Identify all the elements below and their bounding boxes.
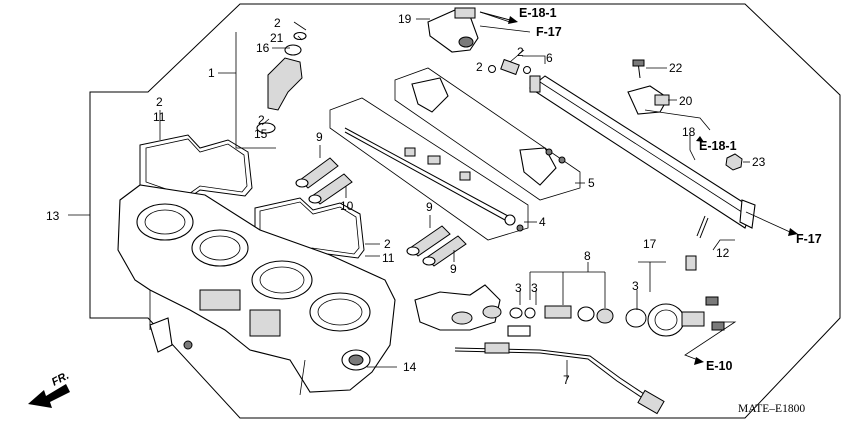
callout-10: 10 — [340, 199, 354, 213]
callout-19: 19 — [398, 12, 412, 26]
callout-9-b: 9 — [426, 200, 433, 214]
arrow-e10 — [694, 357, 704, 365]
callout-2-c: 2 — [517, 45, 524, 59]
sensor-9-upper — [295, 157, 339, 189]
valve-17 — [647, 296, 725, 337]
callout-7: 7 — [563, 373, 570, 387]
ref-f17-top: F-17 — [536, 25, 562, 39]
o-ring-3 — [625, 308, 647, 328]
arrow-front — [28, 384, 70, 408]
callout-8: 8 — [584, 249, 591, 263]
sensor-9-lower-b — [422, 235, 467, 267]
callout-3-a: 3 — [515, 281, 522, 295]
callout-4: 4 — [539, 215, 546, 229]
pressure-regulator-20 — [627, 85, 670, 115]
callout-5: 5 — [588, 176, 595, 190]
callout-15: 15 — [254, 127, 268, 141]
callout-2-b: 2 — [258, 113, 265, 127]
callout-22: 22 — [669, 61, 683, 75]
callout-9-a: 9 — [316, 130, 323, 144]
callout-2-a: 2 — [274, 16, 281, 30]
throttle-body-assembly — [117, 184, 396, 396]
fuel-rail-18 — [529, 75, 756, 229]
callout-3-b: 3 — [531, 281, 538, 295]
arrow-e18-top — [479, 11, 518, 24]
diagram-frame — [89, 3, 841, 419]
callout-16: 16 — [256, 41, 270, 55]
callout-21: 21 — [270, 31, 284, 45]
callout-2-f: 2 — [384, 237, 391, 251]
ref-e10: E-10 — [706, 359, 732, 373]
sensor-10 — [308, 173, 353, 205]
ref-e18-1-right: E-18-1 — [699, 139, 737, 153]
injector-assembly-1 — [256, 31, 307, 134]
callout-2-d: 2 — [476, 60, 483, 74]
idle-air-control-valves — [414, 284, 531, 337]
connector-bracket-5 — [411, 77, 566, 186]
callout-11-a: 11 — [153, 110, 166, 124]
fuel-pipe-19 — [427, 7, 479, 53]
callout-3-c: 3 — [632, 279, 639, 293]
bracket-small — [149, 317, 193, 353]
throttle-cable-7 — [454, 342, 665, 415]
callout-13: 13 — [46, 209, 60, 223]
bolt-22 — [632, 59, 645, 79]
callout-11-b: 11 — [382, 251, 395, 265]
panel-5-outline — [394, 67, 581, 201]
panel-4-outline — [329, 97, 529, 241]
sub-harness-4 — [344, 127, 524, 232]
diagram-code: MATE–E1800 — [738, 403, 805, 415]
ref-e18-1-top: E-18-1 — [519, 6, 557, 20]
callout-6: 6 — [546, 51, 553, 65]
nut-23 — [725, 153, 743, 171]
seal-parts-8 — [509, 305, 614, 324]
ref-f17-right: F-17 — [796, 232, 822, 246]
callout-9-c: 9 — [450, 262, 457, 276]
callout-2-e: 2 — [156, 95, 163, 109]
callout-20: 20 — [679, 94, 693, 108]
joint-6 — [488, 58, 531, 76]
arrow-e18-right — [696, 136, 704, 142]
callout-18: 18 — [682, 125, 696, 139]
stud-12 — [685, 215, 709, 271]
arrow-f17-right — [788, 228, 798, 236]
leader-lines — [68, 11, 791, 380]
callout-17: 17 — [643, 237, 657, 251]
callout-23: 23 — [752, 155, 766, 169]
direction-label: FR. — [50, 370, 71, 389]
sensor-9-lower-a — [406, 225, 451, 257]
callout-12: 12 — [716, 246, 730, 260]
callout-1: 1 — [208, 66, 215, 80]
callout-14: 14 — [403, 360, 417, 374]
